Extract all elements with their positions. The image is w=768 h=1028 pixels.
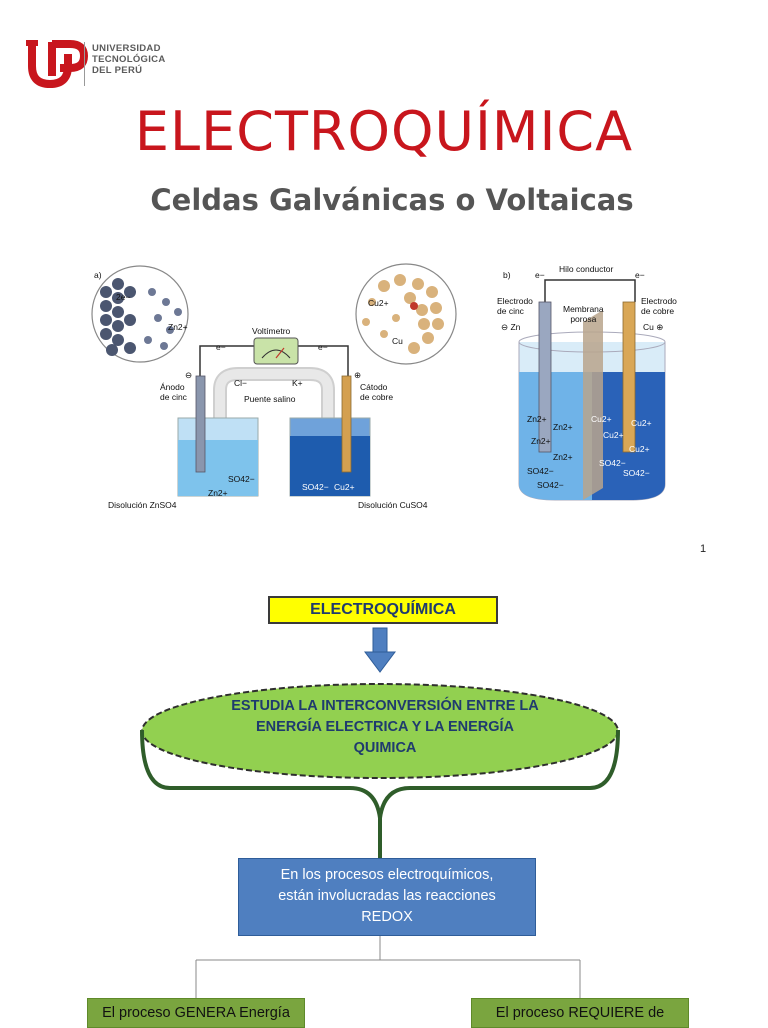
membrane-cell-illustration	[518, 279, 666, 501]
membrane-cell-figure: b) Hilo conductor e− e− Electrodo de cin…	[495, 262, 695, 508]
plus-sign: ⊕	[354, 370, 362, 380]
anode-label: Ánodo de cinc	[160, 382, 187, 402]
definition-line-1: ESTUDIA LA INTERCONVERSIÓN ENTRE LA	[231, 698, 539, 714]
right-beaker-so4-label: SO42−	[302, 482, 329, 492]
logo-line-1: UNIVERSIDAD	[92, 43, 161, 54]
utp-logo-mark	[26, 40, 89, 89]
left-beaker-zn-label: Zn2+	[208, 488, 228, 498]
slide-2: ELECTROQUÍMICA ESTUDIA LA INTERCONVERSIÓ…	[0, 560, 768, 1028]
minus-sign: ⊖	[185, 370, 193, 380]
wire-electron-right: e−	[635, 270, 645, 280]
page-number: 1	[700, 543, 707, 555]
logo-line-3: DEL PERÚ	[92, 65, 143, 76]
redox-line-2: están involucradas las reacciones	[278, 888, 496, 904]
voltmeter-label: Voltímetro	[252, 326, 291, 336]
utp-logo	[14, 24, 184, 108]
galvanic-cell-figure: a) 2e− Zn2+ Cu2+ Cu Voltímetro e− e− ⊖ ⊕…	[88, 262, 468, 522]
right-beaker-cu-label: Cu2+	[334, 482, 355, 492]
cu-ion-label: Cu2+	[368, 298, 389, 308]
wire-label: Hilo conductor	[559, 264, 614, 274]
electron-left-label: e−	[216, 342, 226, 352]
figure-a-label: a)	[94, 270, 102, 280]
logo-line-2: TECNOLÓGICA	[92, 54, 166, 65]
topic-box: ELECTROQUÍMICA	[268, 596, 498, 624]
redox-box: En los procesos electroquímicos, están i…	[238, 858, 536, 936]
ion-left-2: Zn2+	[553, 422, 573, 432]
ion-right-3: Cu2+	[603, 430, 624, 440]
membrane-label: Membrana porosa	[563, 304, 604, 324]
ion-right-6: SO42−	[623, 468, 650, 478]
redox-line-1: En los procesos electroquímicos,	[280, 867, 494, 883]
page-subtitle: Celdas Galvánicas o Voltaicas	[150, 183, 634, 217]
definition-line-3: QUIMICA	[353, 740, 417, 756]
ion-right-2: Cu2+	[631, 418, 652, 428]
zinc-electrode-label: Electrodo de cinc	[497, 296, 533, 316]
zn-ion-label: Zn2+	[168, 322, 188, 332]
concept-map-connectors	[140, 627, 620, 998]
ion-right-5: SO42−	[599, 458, 626, 468]
zn-terminal-label: ⊖ Zn	[501, 322, 521, 332]
requires-energy-box: El proceso REQUIERE de	[471, 998, 689, 1028]
left-solution-label: Disolución ZnSO4	[108, 500, 177, 510]
cu-label: Cu	[392, 336, 403, 346]
salt-bridge-label: Puente salino	[244, 394, 296, 404]
ion-right-1: Cu2+	[591, 414, 612, 424]
page-title: ELECTROQUÍMICA	[134, 100, 634, 163]
redox-line-3: REDOX	[361, 909, 413, 925]
ion-left-3: Zn2+	[531, 436, 551, 446]
left-beaker-so4-label: SO42−	[228, 474, 255, 484]
galvanic-cell-illustration	[91, 263, 457, 497]
definition-line-2: ENERGÍA ELECTRICA Y LA ENERGÍA	[255, 719, 515, 735]
slide-1: UNIVERSIDAD TECNOLÓGICA DEL PERÚ ELECTRO…	[14, 24, 707, 555]
generates-energy-box: El proceso GENERA Energía	[87, 998, 305, 1028]
cathode-label: Cátodo de cobre	[360, 382, 394, 402]
two-electron-label: 2e−	[116, 292, 131, 302]
electron-right-label: e−	[318, 342, 328, 352]
ion-left-4: Zn2+	[553, 452, 573, 462]
right-solution-label: Disolución CuSO4	[358, 500, 428, 510]
ion-left-6: SO42−	[537, 480, 564, 490]
potassium-ion-label: K+	[292, 378, 303, 388]
chloride-ion-label: Cl−	[234, 378, 247, 388]
ion-left-5: SO42−	[527, 466, 554, 476]
logo-divider	[84, 42, 85, 86]
figure-b-label: b)	[503, 270, 511, 280]
definition-ellipse: ESTUDIA LA INTERCONVERSIÓN ENTRE LA ENER…	[200, 696, 570, 759]
cu-terminal-label: Cu ⊕	[643, 322, 664, 332]
wire-electron-left: e−	[535, 270, 545, 280]
copper-electrode-label: Electrodo de cobre	[641, 296, 677, 316]
ion-right-4: Cu2+	[629, 444, 650, 454]
ion-left-1: Zn2+	[527, 414, 547, 424]
logo-text: UNIVERSIDAD TECNOLÓGICA DEL PERÚ	[92, 43, 166, 76]
